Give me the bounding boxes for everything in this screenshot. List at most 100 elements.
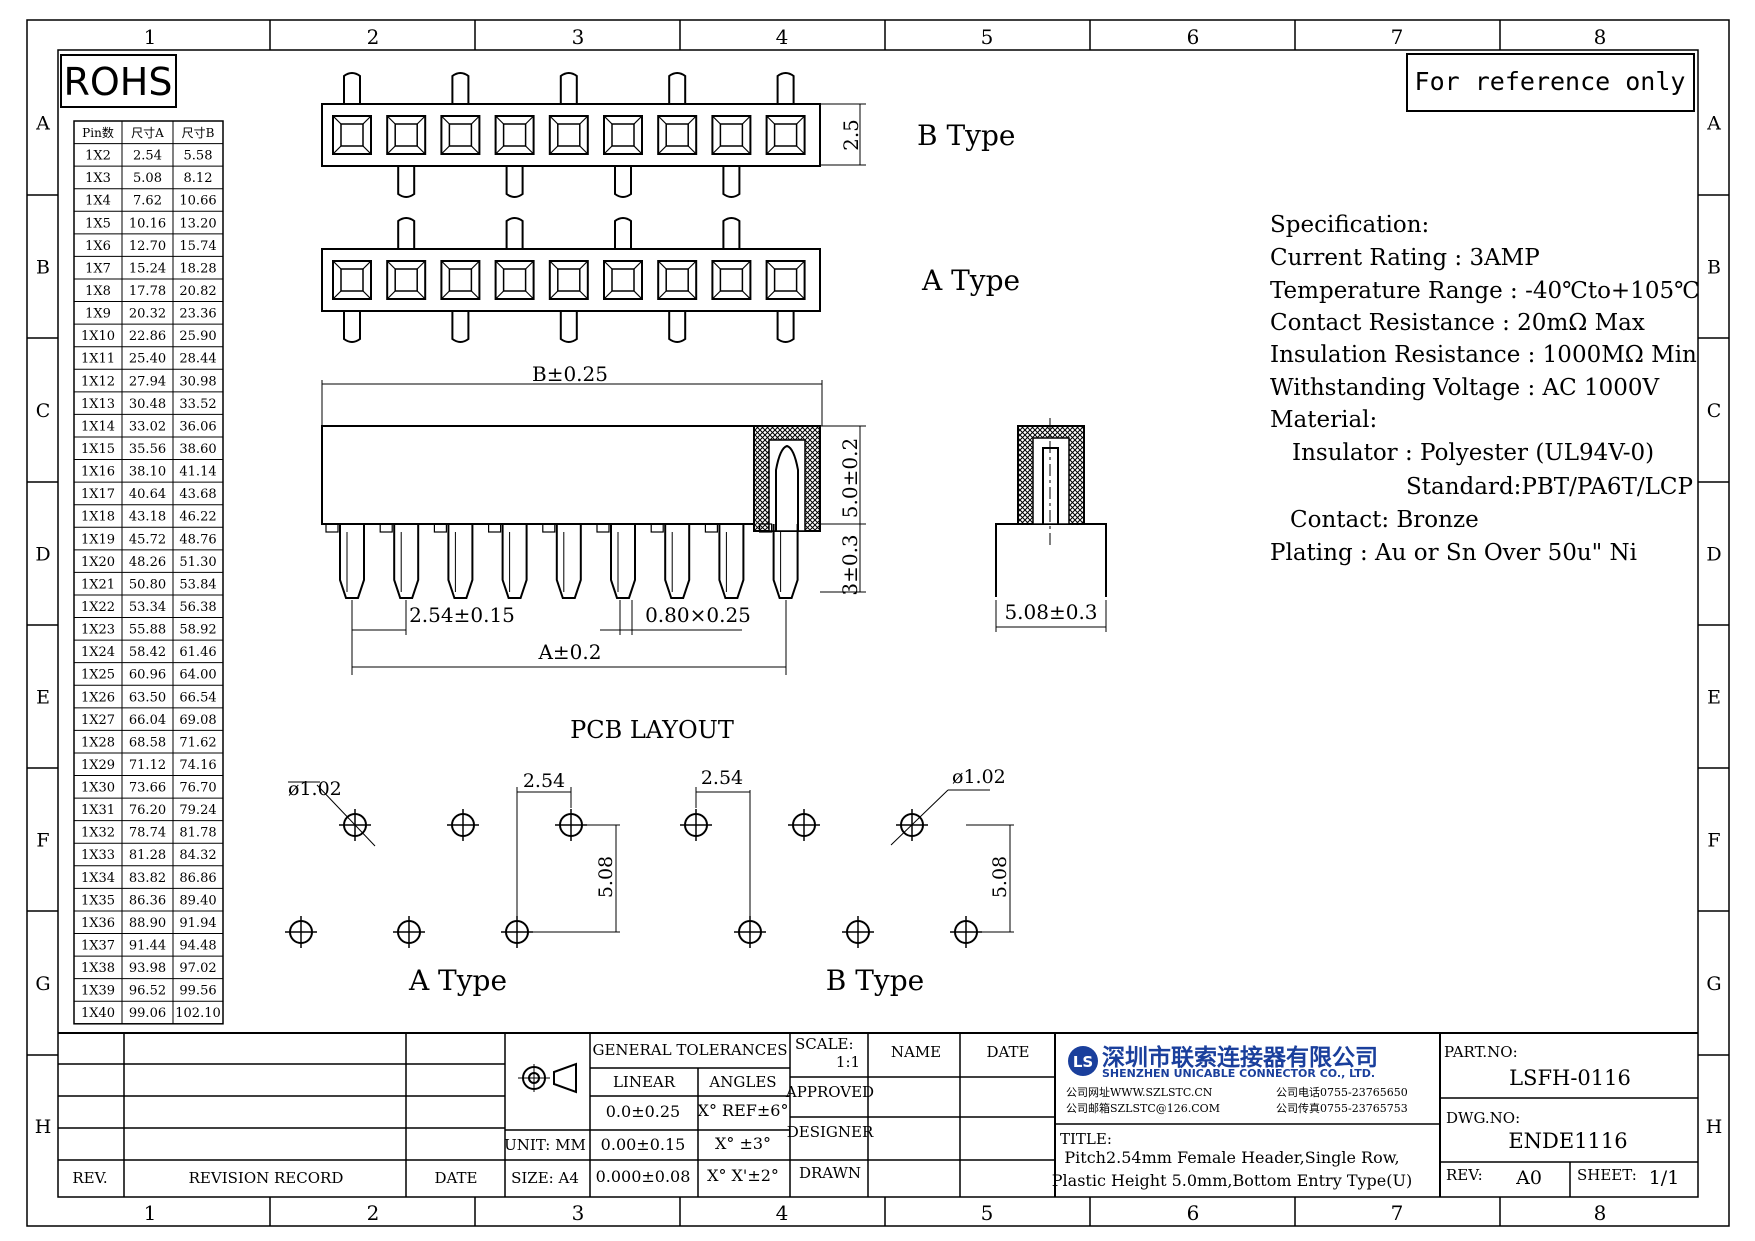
pin-up <box>451 72 470 104</box>
table-cell: 33.02 <box>129 419 166 434</box>
table-cell: 7.62 <box>133 194 162 209</box>
column-marker: 2 <box>367 1201 380 1225</box>
table-cell: 2.54 <box>133 149 162 164</box>
contact-inner <box>502 123 527 147</box>
table-cell: 51.30 <box>179 555 216 570</box>
table-cell: 83.82 <box>129 871 166 886</box>
contact-inner <box>557 123 581 147</box>
table-cell: 33.52 <box>179 397 216 412</box>
table-cell: 1X40 <box>81 1006 115 1021</box>
contact-corner <box>657 260 667 270</box>
contact-corner <box>741 145 751 155</box>
table-cell: 86.36 <box>129 893 166 908</box>
table-cell: 89.40 <box>179 893 216 908</box>
row-marker: H <box>1706 1116 1723 1138</box>
table-cell: 60.96 <box>129 668 166 683</box>
standoff <box>542 523 556 533</box>
contact-corner <box>470 145 480 155</box>
row-marker: G <box>35 973 50 995</box>
title-block-text: REV. REVISION RECORD DATE UNIT: MM SIZE:… <box>72 1035 1029 1187</box>
table-cell: 63.50 <box>129 690 166 705</box>
table-cell: 56.38 <box>179 600 216 615</box>
table-cell: 13.20 <box>179 216 216 231</box>
standoff <box>596 523 610 533</box>
pin <box>447 524 474 599</box>
front-view <box>321 380 866 675</box>
contact-square <box>603 260 643 300</box>
contact-corner <box>386 115 396 125</box>
contact-corner <box>579 260 589 270</box>
contact-corner <box>495 260 505 270</box>
contact-square <box>711 115 752 155</box>
table-cell: 40.64 <box>129 487 166 502</box>
table-cell: 1X19 <box>81 532 115 547</box>
dim-a-label: A±0.2 <box>537 640 601 664</box>
contact-inner <box>719 268 744 292</box>
dim-2-5 <box>820 103 866 166</box>
contact-corner <box>657 115 667 125</box>
column-marker: 5 <box>981 1201 994 1225</box>
table-cell: 81.28 <box>129 848 166 863</box>
contact-square <box>548 260 589 300</box>
contact-inner <box>502 268 527 292</box>
part-no-label: PART.NO: <box>1444 1043 1518 1061</box>
contact-corner <box>711 290 721 300</box>
column-marker: 1 <box>144 1201 157 1225</box>
table-cell: 1X18 <box>81 510 115 525</box>
contact-corner <box>766 290 776 300</box>
table-cell: 15.74 <box>179 239 216 254</box>
table-cell: 38.60 <box>179 442 216 457</box>
a-type-top-view <box>321 217 821 343</box>
angle-3: X° X'±2° <box>707 1166 779 1185</box>
contact-corner <box>687 145 697 155</box>
contact-corner <box>416 115 426 125</box>
housing-outline <box>321 103 821 167</box>
standoff <box>488 523 502 533</box>
row-marker: F <box>1707 830 1720 852</box>
title-block <box>58 1032 1698 1197</box>
specification: Specification: Current Rating : 3AMP Tem… <box>1270 212 1700 566</box>
contact-inner <box>448 123 473 147</box>
column-marker: 7 <box>1391 25 1404 49</box>
table-cell: 76.70 <box>179 781 216 796</box>
contact-inner <box>448 268 473 292</box>
company-name-en: SHENZHEN UNICABLE CONNECTOR CO., LTD. <box>1102 1067 1375 1080</box>
tolerance-3: 0.000±0.08 <box>596 1167 691 1186</box>
table-cell: 48.76 <box>179 532 216 547</box>
table-cell: 91.94 <box>179 916 216 931</box>
table-cell: 1X38 <box>81 961 115 976</box>
spec-line: Contact: Bronze <box>1290 507 1479 533</box>
dim-line <box>316 784 376 847</box>
column-marker: 7 <box>1391 1201 1404 1225</box>
table-cell: 1X33 <box>81 848 115 863</box>
contact-corner <box>766 145 776 155</box>
column-marker: 8 <box>1594 25 1607 49</box>
table-cell: 1X11 <box>81 352 115 367</box>
table-cell: 1X10 <box>81 329 115 344</box>
table-cell: 18.28 <box>179 261 216 276</box>
table-cell: 17.78 <box>129 284 166 299</box>
row-marker: D <box>1706 544 1721 566</box>
table-cell: 22.86 <box>129 329 166 344</box>
dim-line <box>890 789 949 846</box>
company-web: 公司网址WWW.SZLSTC.CN <box>1066 1085 1213 1099</box>
sheet-label: SHEET: <box>1577 1166 1637 1184</box>
contact-corner <box>362 145 372 155</box>
contact-corner <box>579 145 589 155</box>
table-cell: 10.16 <box>129 216 166 231</box>
contact-corner <box>386 145 396 155</box>
contact-corner <box>549 290 559 300</box>
projection-symbol-icon <box>518 1062 577 1094</box>
contact-corner <box>440 260 450 270</box>
contact-square <box>765 115 806 155</box>
contact-corner <box>332 115 342 125</box>
pin-down <box>397 166 416 198</box>
name-header: NAME <box>891 1043 941 1061</box>
table-cell: 5.08 <box>133 171 162 186</box>
table-cell: 66.04 <box>129 713 166 728</box>
title-label: TITLE: <box>1060 1130 1112 1148</box>
dim-3-label: 3±0.3 <box>838 534 862 595</box>
title-line-2: Plastic Height 5.0mm,Bottom Entry Type(U… <box>1052 1171 1412 1190</box>
table-cell: 1X39 <box>81 984 115 999</box>
contact-corner <box>470 260 480 270</box>
